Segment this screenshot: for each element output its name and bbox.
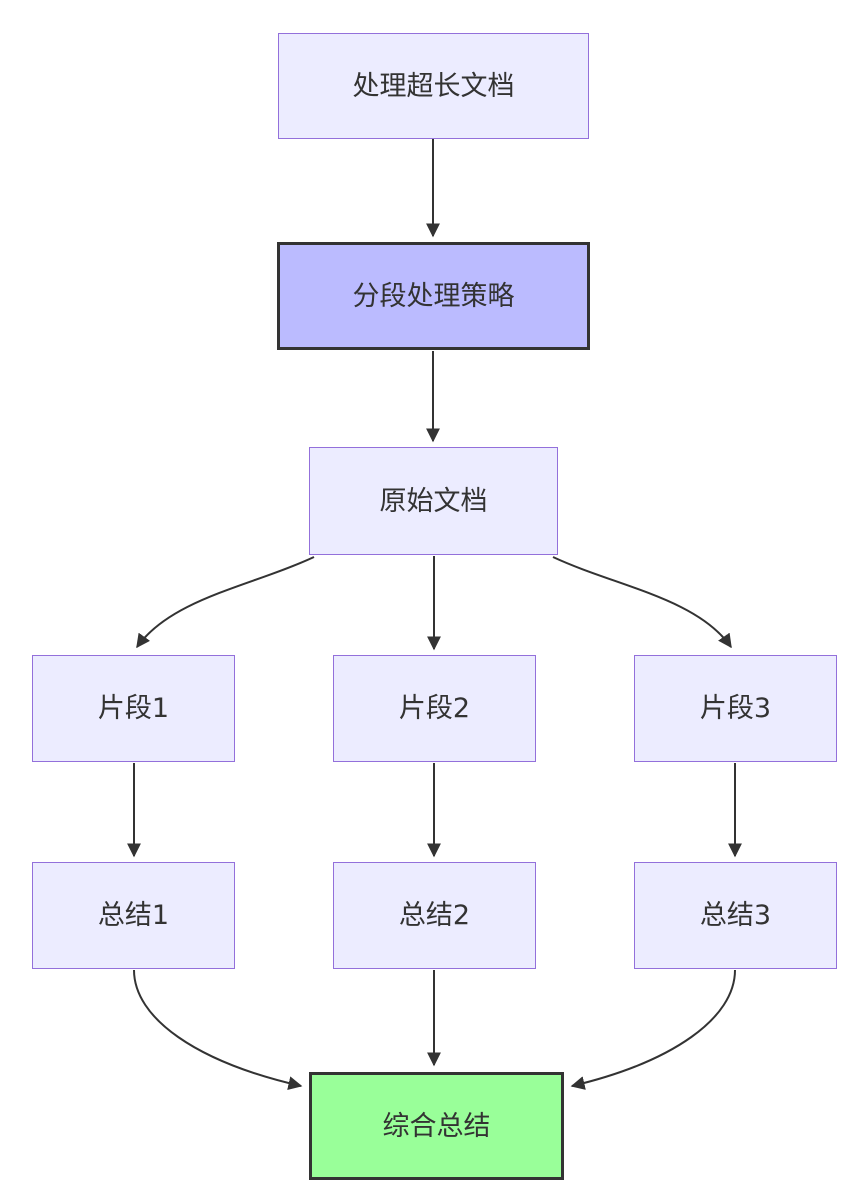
node-summary-2-label: 总结2 [398,900,471,931]
node-final-summary-label: 综合总结 [382,1110,491,1142]
node-fragment-2-label: 片段2 [398,693,471,724]
edge-sum3-to-final [570,969,736,1090]
node-summary-3-label: 总结3 [699,900,772,931]
edge-sum1-to-final [133,969,303,1091]
edge-original-to-frag3 [552,556,732,649]
node-original-document-label: 原始文档 [379,485,488,517]
node-process-doc: 处理超长文档 [278,33,589,139]
node-fragment-1: 片段1 [32,655,235,762]
node-fragment-2: 片段2 [333,655,536,762]
node-process-doc-label: 处理超长文档 [352,70,515,102]
node-strategy: 分段处理策略 [277,242,590,350]
node-fragment-3-label: 片段3 [699,693,772,724]
node-summary-2: 总结2 [333,862,536,969]
node-fragment-3: 片段3 [634,655,837,762]
node-summary-1-label: 总结1 [97,900,170,931]
node-fragment-1-label: 片段1 [97,693,170,724]
node-final-summary: 综合总结 [309,1072,564,1180]
edge-original-to-frag1 [136,556,315,649]
node-strategy-label: 分段处理策略 [352,280,515,312]
node-summary-3: 总结3 [634,862,837,969]
node-original-document: 原始文档 [309,447,558,555]
node-summary-1: 总结1 [32,862,235,969]
